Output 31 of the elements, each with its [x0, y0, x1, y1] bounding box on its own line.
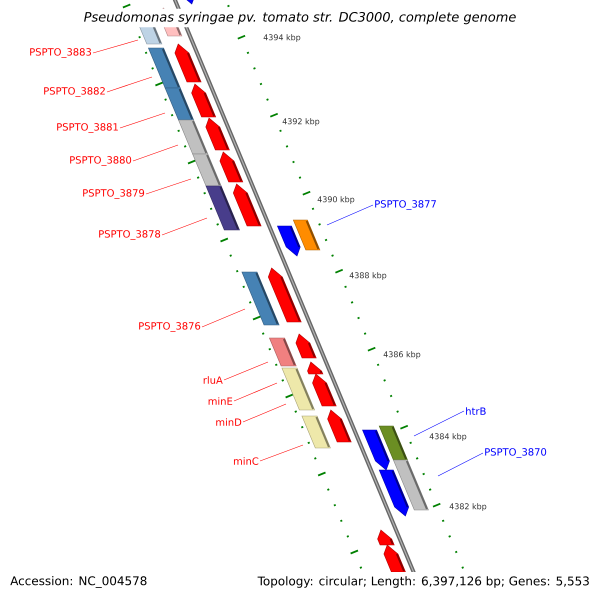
leader-line: [326, 204, 374, 226]
leader-line: [224, 362, 268, 380]
leader-line: [242, 404, 286, 422]
leader-line: [146, 178, 192, 194]
leader-line: [162, 218, 208, 236]
gene-label: PSPTO_3880: [70, 156, 132, 166]
leader-line: [234, 382, 278, 402]
title: Pseudomonas syringae pv. tomato str. DC3000, complete genome: [80, 8, 520, 28]
gene-label: PSPTO_3870: [485, 448, 546, 458]
gene-label: PSPTO_3878: [99, 230, 160, 240]
leader-line: [92, 40, 138, 54]
gene-label: PSPTO_3877: [375, 200, 436, 210]
gene-label: PSPTO_3881: [57, 123, 118, 133]
gene-label: PSPTO_3879: [83, 189, 144, 199]
leader-line: [106, 76, 152, 92]
genome-info-text: Topology: circular; Length: 6,397,126 bp; Genes: 5,553: [258, 576, 589, 588]
accession-text: Accession: NC_004578: [10, 576, 146, 588]
gene-label: PSPTO_3882: [44, 87, 105, 97]
gene-label: minC: [234, 457, 258, 465]
gene-label: PSPTO_3883: [30, 48, 91, 58]
leader-line: [260, 444, 304, 462]
leader-line: [132, 144, 178, 162]
gene-label: minD: [216, 418, 242, 426]
leader-line: [438, 452, 484, 476]
gene-label: rluA: [204, 376, 223, 384]
leader-line: [120, 112, 166, 128]
gene-label: htrB: [466, 407, 486, 415]
gene-label: minE: [208, 397, 232, 405]
gene-label: PSPTO_3876: [139, 322, 200, 332]
leader-line: [202, 308, 246, 328]
leader-line: [414, 410, 464, 436]
